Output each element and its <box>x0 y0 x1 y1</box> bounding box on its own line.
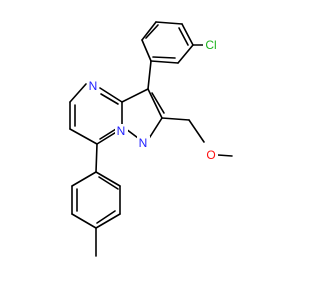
atom-cl-label: Cl <box>205 38 216 52</box>
atom-cl: Cl <box>203 37 221 53</box>
tolyl-ring <box>71 143 121 257</box>
atom-n-bridge-label: N <box>117 124 126 138</box>
atom-n-pyrazole-label: N <box>139 136 148 150</box>
atom-n-pyrazole: N <box>137 136 150 150</box>
chlorophenyl-ring <box>141 21 204 64</box>
methoxymethyl-bonds <box>161 117 233 157</box>
atom-n-bridge: N <box>115 124 128 138</box>
atom-o-ether-label: O <box>206 148 215 162</box>
atom-n-pyrimidine-label: N <box>89 79 98 93</box>
atom-o-ether: O <box>204 147 218 163</box>
atom-n-pyrimidine: N <box>87 78 99 94</box>
fused-core-bonds <box>69 60 165 145</box>
molecule-structure: Cl N N N O <box>69 21 233 257</box>
